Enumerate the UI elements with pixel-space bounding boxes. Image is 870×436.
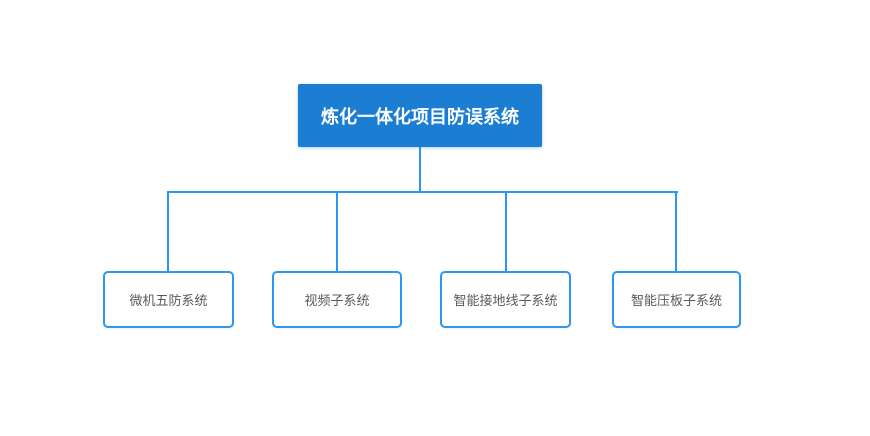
connector-drop-3 xyxy=(505,191,507,271)
connector-horizontal-rail xyxy=(167,191,678,193)
child-node-label: 视频子系统 xyxy=(304,293,370,308)
child-node-3[interactable]: 智能接地线子系统 xyxy=(440,271,571,328)
connector-drop-1 xyxy=(167,191,169,271)
child-node-label: 微机五防系统 xyxy=(129,293,208,308)
root-node[interactable]: 炼化一体化项目防误系统 xyxy=(298,84,542,147)
child-node-2[interactable]: 视频子系统 xyxy=(272,271,402,328)
connector-root-stub xyxy=(419,147,421,192)
child-node-label: 智能接地线子系统 xyxy=(453,293,558,308)
child-node-label: 智能压板子系统 xyxy=(630,293,722,308)
child-node-1[interactable]: 微机五防系统 xyxy=(103,271,234,328)
root-node-label: 炼化一体化项目防误系统 xyxy=(321,106,519,127)
connector-drop-2 xyxy=(336,191,338,271)
child-node-4[interactable]: 智能压板子系统 xyxy=(612,271,741,328)
connector-drop-4 xyxy=(675,191,677,271)
